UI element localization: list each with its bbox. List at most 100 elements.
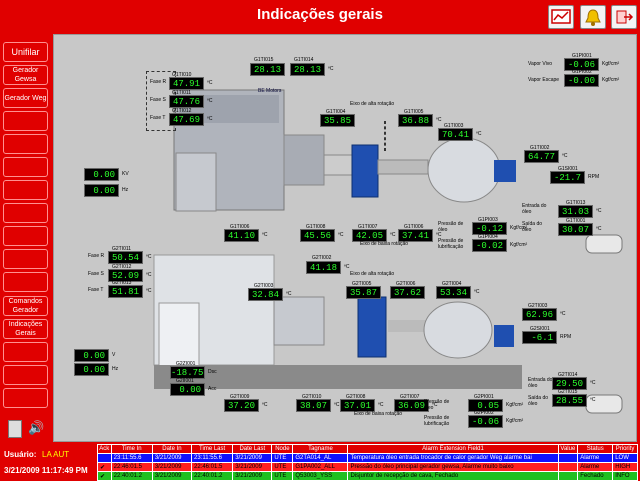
column-header[interactable]: Date In [151, 444, 193, 454]
phase-t-label: Fase T [88, 287, 104, 293]
oil-inlet-label: Entrada do óleo [522, 203, 547, 215]
sidebar-slot-empty[interactable] [3, 134, 48, 154]
dashed-lead [384, 121, 386, 151]
unit-label: Kgf/cm² [602, 77, 620, 83]
table-cell: 23:11:55.6 [190, 453, 234, 463]
table-cell: Alarme [577, 453, 614, 463]
column-header[interactable]: Tagname [292, 444, 349, 454]
hz-display: 0.00 [74, 363, 109, 376]
sidebar-slot-empty[interactable] [3, 365, 48, 385]
table-cell [557, 453, 579, 463]
tag-label: G2TI007 [400, 394, 420, 400]
trend-button[interactable] [548, 5, 574, 29]
tag-label: G2ZI001 [176, 361, 196, 367]
temp-display: 45.56 [300, 229, 335, 242]
column-header[interactable]: Status [577, 444, 614, 454]
user-label: Usuário: [4, 450, 37, 459]
tag-label: G2TI008 [346, 394, 366, 400]
speaker-icon[interactable]: 🔊 [28, 420, 45, 435]
alarm-bell-button[interactable] [580, 5, 606, 29]
column-header[interactable]: Node [271, 444, 294, 454]
tag-label: G1TI006 [230, 224, 250, 230]
sidebar-item-comandos-gerador[interactable]: Comandos Gerador [3, 296, 48, 316]
temp-display: 47.76 [169, 95, 204, 108]
shaft-high-label: Eixo de alta rotação [350, 271, 395, 277]
sidebar-slot-empty[interactable] [3, 203, 48, 223]
tag-label: G2TI009 [230, 394, 250, 400]
tag-label: G2SI001 [530, 326, 550, 332]
temp-display: 52.09 [108, 269, 143, 282]
sidebar-slot-empty[interactable] [3, 342, 48, 362]
table-cell: 23:11:55.6 [110, 453, 153, 463]
sidebar-item-gerador-gewsa[interactable]: Gerador Gewsa [3, 65, 48, 85]
unit-label: ºC [474, 289, 480, 295]
tag-label: G2TI005 [352, 281, 372, 287]
table-cell: Pressão do óleo principal gerador gewsa,… [347, 462, 559, 472]
sidebar-slot-empty[interactable] [3, 111, 48, 131]
table-cell: G2TA014_AL [292, 453, 349, 463]
column-header[interactable]: Time In [110, 444, 153, 454]
sidebar-slot-empty[interactable] [3, 226, 48, 246]
tag-label: G2TI003 [528, 303, 548, 309]
table-cell: INFO [612, 471, 638, 481]
unit-label: ºC [207, 116, 213, 122]
unit-label: RPM [588, 174, 600, 180]
hz-display: 0.00 [84, 184, 119, 197]
temp-display: 62.96 [522, 308, 557, 321]
column-header[interactable]: Ack [97, 444, 112, 454]
column-header[interactable]: Date Last [232, 444, 273, 454]
sidebar: Unifilar Gerador Gewsa Gerador Weg Coman… [0, 34, 50, 444]
pressure-display: -0.02 [472, 239, 507, 252]
oil-pressure-label: Pressão de óleo [424, 399, 450, 411]
sidebar-item-unifilar[interactable]: Unifilar [3, 42, 48, 62]
unit-label: ºC [560, 311, 566, 317]
shaft-high-label: Eixo de alta rotação [350, 101, 395, 107]
plc-icon[interactable] [8, 420, 22, 438]
column-header[interactable]: Time Last [190, 444, 234, 454]
table-cell: 3/21/2009 [232, 471, 273, 481]
sidebar-slot-empty[interactable] [3, 180, 48, 200]
oil-outlet-label: Saída do óleo [528, 395, 549, 407]
pressure-display: -0.06 [468, 415, 503, 428]
phase-t-label: Fase T [150, 115, 166, 121]
table-cell: 3/21/2009 [151, 462, 193, 472]
tag-label: G2TI012 [112, 264, 132, 270]
tag-label: G1PI002 [572, 69, 592, 75]
unit-label: ºC [146, 254, 152, 260]
tag-label: G1TI012 [172, 108, 192, 114]
unit-label: V [112, 352, 116, 358]
unit-label: ºC [432, 402, 438, 408]
table-cell: 22:46:01.5 [190, 462, 234, 472]
table-cell: 22:46:01.5 [110, 462, 153, 472]
unit-label: ºC [146, 272, 152, 278]
column-header[interactable]: Value [557, 444, 579, 454]
sidebar-slot-empty[interactable] [3, 388, 48, 408]
column-header[interactable]: Alarm Extension Field1 [347, 444, 559, 454]
sidebar-slot-empty[interactable] [3, 272, 48, 292]
exit-button[interactable] [611, 5, 637, 29]
unit-label: Acc [208, 386, 217, 392]
sidebar-slot-empty[interactable] [3, 157, 48, 177]
table-cell [557, 471, 579, 481]
temp-display: 37.01 [340, 399, 375, 412]
sidebar-item-gerador-weg[interactable]: Gerador Weg [3, 88, 48, 108]
unit-label: ºC [344, 264, 350, 270]
sidebar-slot-empty[interactable] [3, 249, 48, 269]
temp-display: 35.87 [346, 286, 381, 299]
table-cell: Temperatura óleo entrada trocador de cal… [347, 453, 559, 463]
unit-label: KV [122, 171, 129, 177]
tag-label: G1TI010 [172, 72, 192, 78]
vapor-escape-label: Vapor Escape [528, 77, 560, 83]
sidebar-item-indicacoes-gerais[interactable]: Indicações Gerais [3, 319, 48, 339]
table-cell: G1PA002_ALL [292, 462, 349, 472]
column-header[interactable]: Priority [612, 444, 638, 454]
tag-label: G2TI004 [442, 281, 462, 287]
user-name: LA AUT [42, 450, 70, 459]
unit-label: ºC [146, 288, 152, 294]
